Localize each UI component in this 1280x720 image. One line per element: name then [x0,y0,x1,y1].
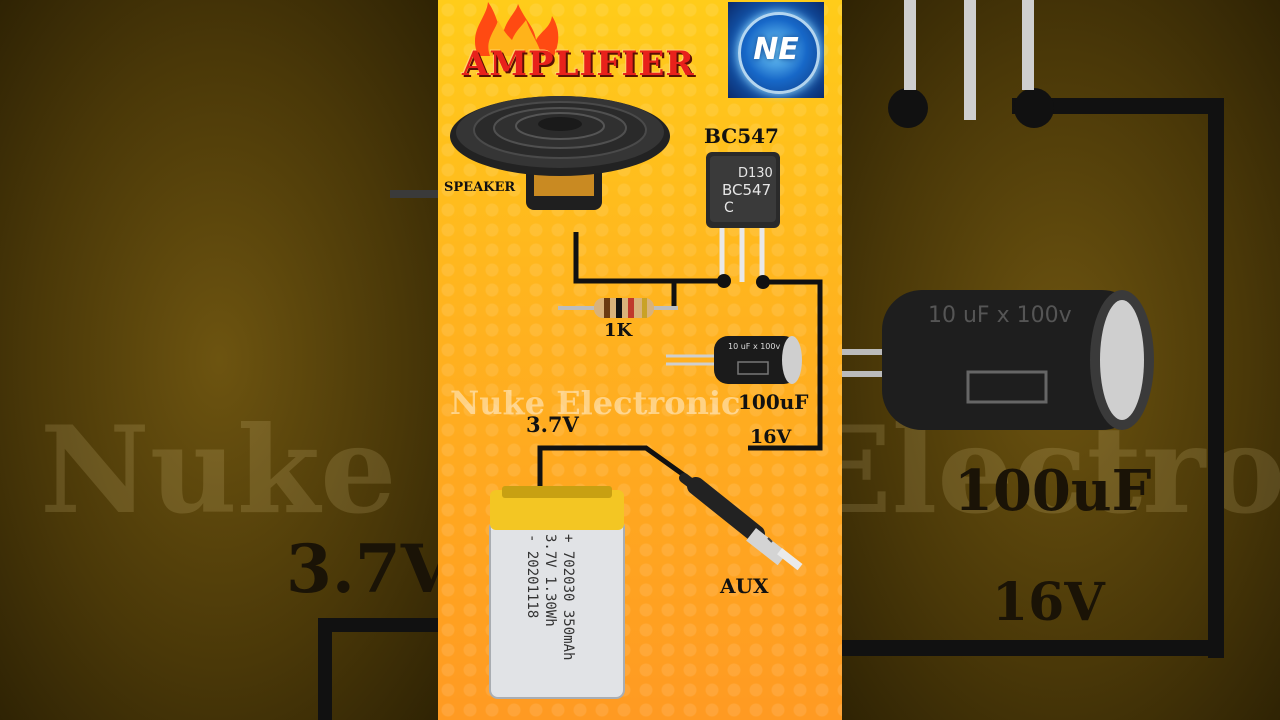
transistor-component: D130 BC547 C [706,152,780,282]
aux-plug-component [679,473,803,571]
right-capacitor-marking: 10 uF x 100v [928,303,1072,328]
transistor-marking-2: BC547 [722,181,771,199]
channel-logo: NE [728,2,824,98]
left-wire-vertical [318,618,332,720]
capacitor-value-label: 100uF [738,390,809,414]
speaker-label: SPEAKER [444,180,516,195]
right-transistor-lead-3 [1022,0,1034,90]
right-background: Nuke Electronic 10 uF x 100v 100uF 16V [842,0,1280,720]
right-junction-dot-1 [888,88,928,128]
right-transistor-lead-1 [904,0,916,90]
left-background: Nuke Electronic 3.7V [0,0,438,720]
logo-ring-icon [738,12,820,94]
battery-marking-2: 3.7V 1.30Wh [542,534,558,627]
resistor-label: 1K [604,320,633,341]
right-capacitor-blur: 10 uF x 100v [842,290,1154,430]
transistor-label: BC547 [704,124,779,148]
right-transistor-lead-2 [964,0,976,120]
right-junction-dot-2 [1014,88,1054,128]
junction-dot-base [717,274,731,288]
resistor-component [558,298,678,318]
left-wire-horizontal [318,618,438,632]
left-watermark: Nuke Electronic [40,400,438,541]
circuit-panel: D130 BC547 C 1 [438,0,842,720]
capacitor-voltage-label: 16V [750,426,792,448]
logo-text: NE [753,32,799,67]
aux-label: AUX [720,574,769,598]
battery-component: + 702030 350mAh 3.7V 1.30Wh - 20201118 [489,486,625,699]
left-voltage-label: 3.7V [286,530,438,608]
watermark: Nuke Electronic [450,384,741,422]
right-wire-vertical [1208,98,1224,658]
transistor-marking-3: C [724,200,734,216]
junction-dot-emitter [756,275,770,289]
right-wire-top [1012,98,1222,114]
speaker-component [450,96,670,210]
battery-voltage-label: 3.7V [526,412,579,437]
circuit-wires [537,232,823,494]
transistor-marking-1: D130 [738,166,773,181]
capacitor-marking: 10 uF x 100v [728,342,780,351]
title: AMPLIFIER [462,44,695,84]
battery-marking-3: - 20201118 [524,534,540,618]
left-resistor-lead [390,190,438,198]
circuit-diagram: D130 BC547 C 1 [450,2,823,699]
right-capacitor-voltage: 16V [992,572,1105,633]
battery-marking-1: + 702030 350mAh [560,534,576,660]
right-capacitor-value: 100uF [954,458,1152,524]
right-wire-bottom [842,640,1224,656]
capacitor-component: 10 uF x 100v [666,336,802,384]
fire-icon [474,2,559,56]
